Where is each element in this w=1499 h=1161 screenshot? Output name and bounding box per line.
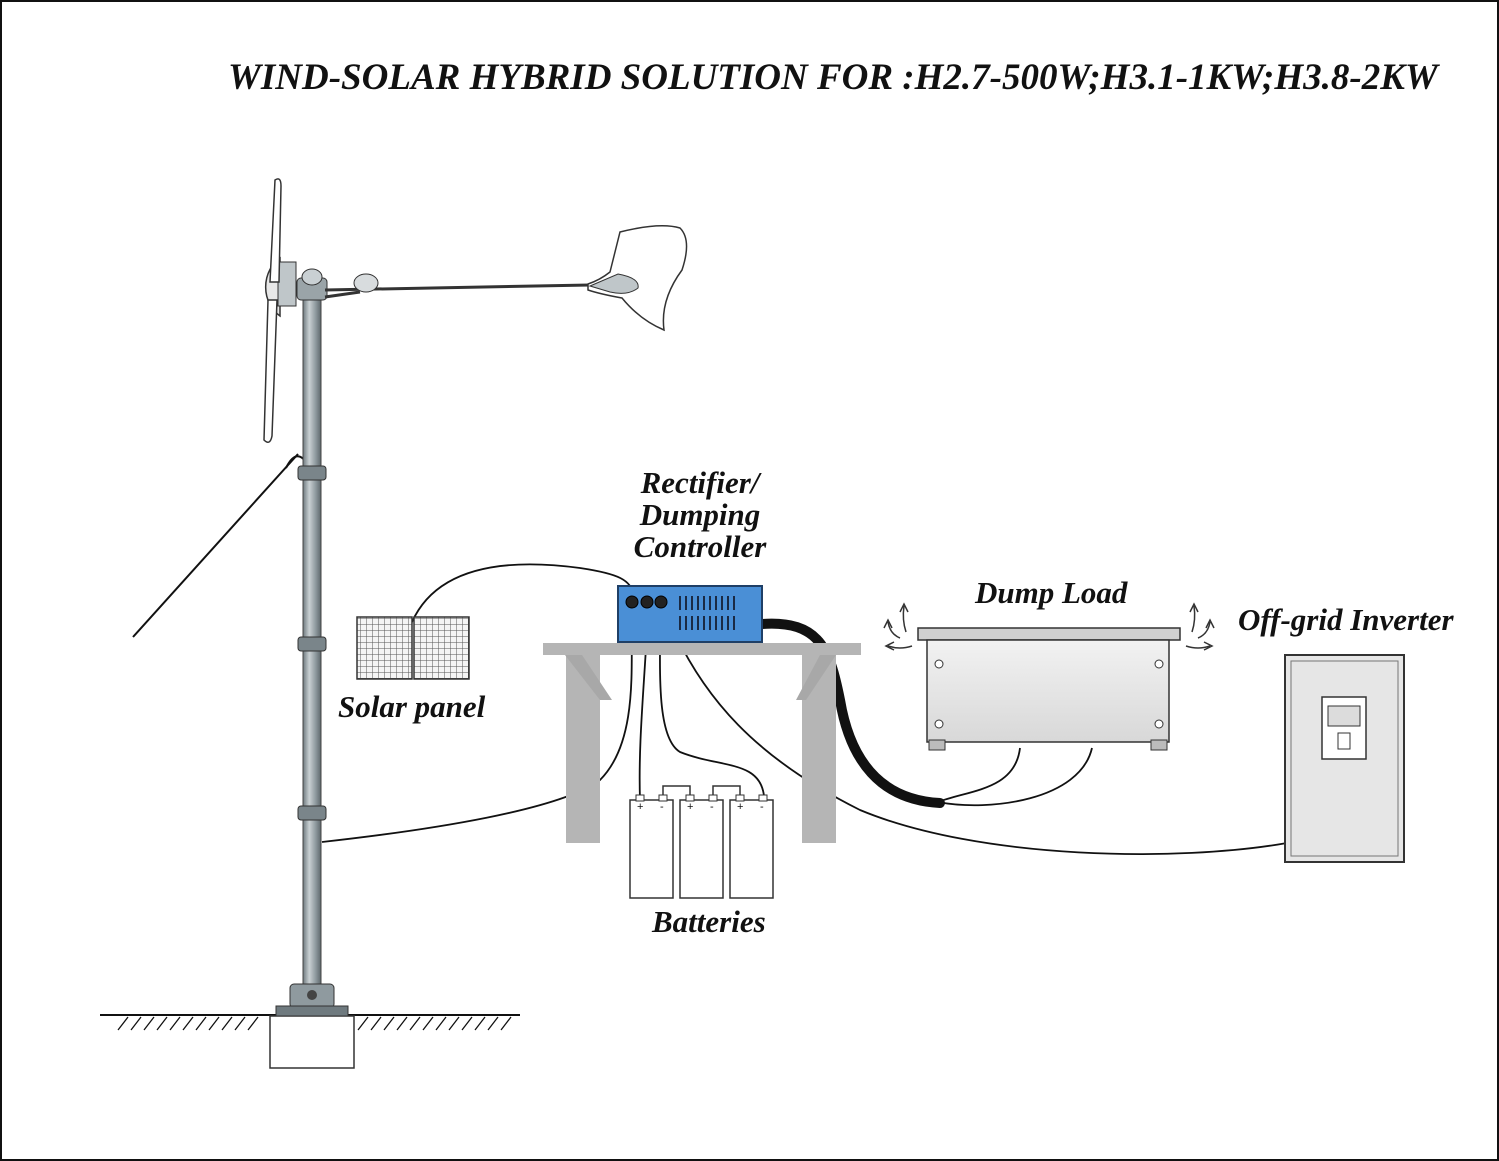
page-title: WIND-SOLAR HYBRID SOLUTION FOR :H2.7-500… xyxy=(228,57,1438,98)
batteries-label: Batteries xyxy=(652,904,766,939)
controller-label-line3: Controller xyxy=(633,529,767,564)
battery-bank: + - + - + - xyxy=(629,785,774,899)
wind-turbine-icon xyxy=(132,178,688,1017)
battery-2-negative: - xyxy=(710,801,714,813)
inverter-label: Off-grid Inverter xyxy=(1238,602,1454,637)
dump-load-label: Dump Load xyxy=(975,575,1128,610)
foundation-block xyxy=(269,1015,355,1069)
controller-label-line1: Rectifier/ xyxy=(640,465,760,500)
inverter-icon xyxy=(1284,654,1405,863)
battery-icon xyxy=(679,794,724,899)
battery-3-positive: + xyxy=(737,801,743,813)
battery-3-negative: - xyxy=(760,801,764,813)
battery-2-positive: + xyxy=(687,801,693,813)
airflow-arrow-icon xyxy=(883,602,1215,651)
controller-box-icon xyxy=(617,585,763,643)
dump-load-cable xyxy=(757,618,945,808)
solar-panel-icon xyxy=(356,616,470,680)
dump-load-icon xyxy=(917,627,1181,751)
ground xyxy=(100,1014,520,1031)
battery-icon xyxy=(729,794,774,899)
battery-1-negative: - xyxy=(660,801,664,813)
battery-icon xyxy=(629,794,674,899)
controller-label: Rectifier/ Dumping Controller xyxy=(600,467,800,563)
battery-1-positive: + xyxy=(637,801,643,813)
table xyxy=(543,643,861,843)
controller-label-line2: Dumping xyxy=(639,497,761,532)
solar-panel-label: Solar panel xyxy=(338,689,486,724)
